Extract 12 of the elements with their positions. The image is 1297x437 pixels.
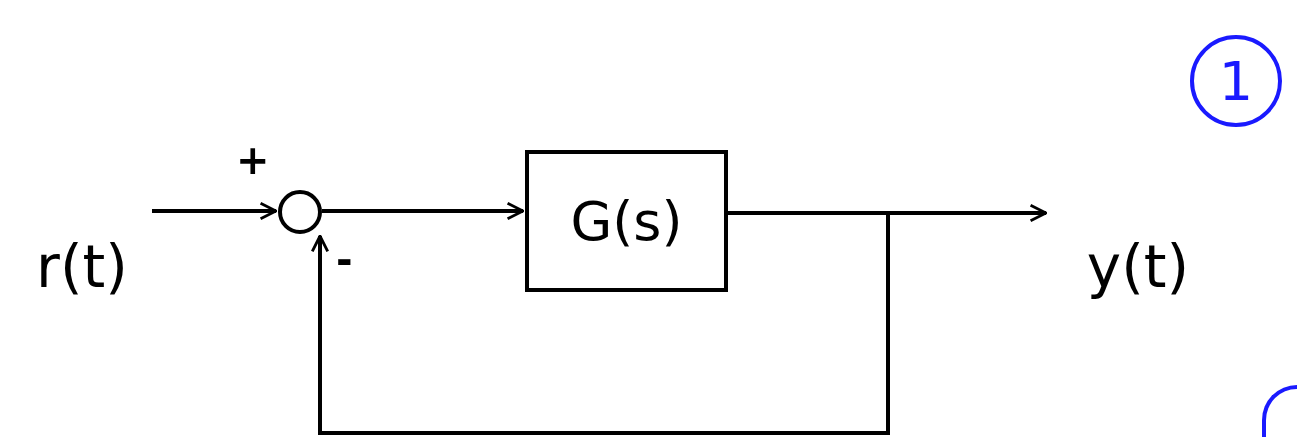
plus-sign: + bbox=[236, 140, 270, 180]
arrow bbox=[152, 201, 278, 221]
minus-sign: - bbox=[336, 240, 353, 280]
signal-name: G(s) bbox=[570, 189, 683, 253]
step-number: 1 bbox=[1218, 49, 1254, 113]
arrow bbox=[322, 201, 525, 221]
transfer-function-block bbox=[525, 150, 728, 292]
step-number-circle bbox=[1190, 35, 1282, 127]
arrow bbox=[310, 211, 890, 435]
signal-name: r(t) bbox=[36, 233, 128, 301]
summing-junction bbox=[278, 190, 322, 234]
signal-name: y(t) bbox=[1086, 233, 1190, 301]
